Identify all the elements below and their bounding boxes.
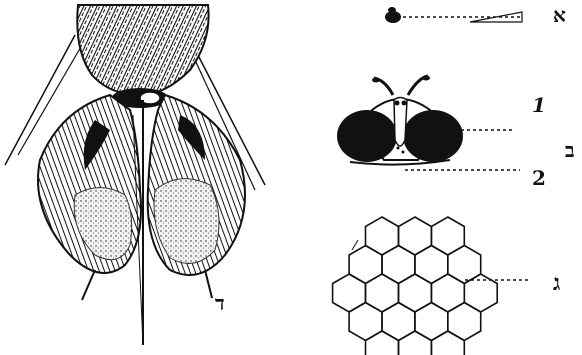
honeycomb-cell [448, 303, 481, 341]
honeycomb-cell [448, 246, 481, 284]
bee-head-figure [337, 76, 520, 171]
right-antenna-tip [422, 76, 430, 81]
honeycomb-cell [431, 217, 464, 255]
honeycomb-cell [431, 331, 464, 355]
right-compound-eye [403, 110, 463, 162]
honeycomb-cell [382, 246, 415, 284]
honeycomb-cell [399, 274, 432, 312]
honeycomb-figure [333, 217, 498, 355]
ocellus-left [395, 101, 400, 106]
honeycomb-cell [415, 303, 448, 341]
honeycomb-cell [431, 274, 464, 312]
honeycomb-cell [366, 274, 399, 312]
mouth-dot [397, 147, 400, 150]
honeycomb-cell [399, 331, 432, 355]
honeycomb-cell [366, 331, 399, 355]
small-bee-figure [385, 7, 522, 23]
comb-stray-mark [352, 240, 358, 250]
honeycomb-cell [399, 217, 432, 255]
honeycomb-cell [366, 217, 399, 255]
honeycomb-cell [464, 274, 497, 312]
label-alef: א [553, 3, 566, 27]
honeycomb-cell [415, 246, 448, 284]
abdomen-segment [77, 5, 208, 95]
right-leg-tip [205, 270, 212, 298]
left-leg-tip [82, 270, 95, 300]
ocellus-right [402, 101, 407, 106]
mouth-dot [402, 151, 405, 154]
small-bee-wing [388, 7, 396, 13]
label-one: 1 [532, 93, 546, 117]
label-gimel: ג [553, 270, 560, 296]
honeycomb-cell [349, 246, 382, 284]
label-dalet: ד [215, 291, 225, 315]
honeycomb-cell [382, 303, 415, 341]
left-antenna-tip [372, 78, 380, 83]
label-two: 2 [532, 166, 546, 190]
honeycomb-cell [349, 303, 382, 341]
left-compound-eye [337, 110, 397, 162]
label-bet: ב [565, 138, 575, 162]
bee-legs-drawing [5, 5, 265, 345]
honeycomb-cell [333, 274, 366, 312]
